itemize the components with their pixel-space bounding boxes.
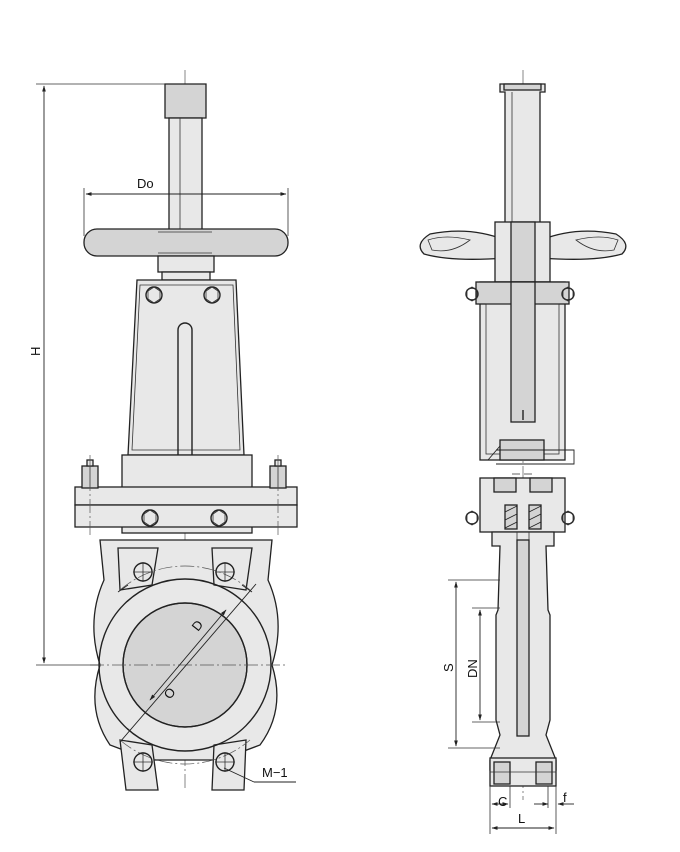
label-do: Do	[137, 176, 154, 191]
stem	[168, 117, 203, 231]
label-dn: DN	[465, 659, 480, 678]
dim-o-line	[119, 583, 257, 743]
yoke	[127, 279, 245, 456]
side-bolt-mid-right	[561, 510, 575, 526]
side-gate	[516, 539, 530, 737]
body-lug-bl	[119, 739, 159, 791]
bolt-hole-bl	[133, 752, 153, 772]
bolt-hole-tl	[133, 562, 153, 582]
yoke-bolt-top-left	[145, 286, 163, 304]
side-stem	[510, 281, 536, 423]
label-h: H	[28, 347, 43, 356]
body-lug-tr	[211, 547, 253, 591]
body-lug-br	[211, 739, 247, 791]
stem-nut	[157, 255, 215, 273]
side-bolt-mid-left	[465, 510, 479, 526]
side-handwheel	[419, 230, 627, 260]
bonnet-flange	[74, 486, 298, 506]
yoke-bolt-top-right	[203, 286, 221, 304]
bolt-hole-tr	[215, 562, 235, 582]
dim-m1-leader	[223, 767, 255, 783]
bonnet-bolt-bottom-right	[210, 509, 228, 527]
stem-cap	[164, 83, 207, 119]
side-bolt-top-right	[561, 286, 575, 302]
label-c: C	[498, 794, 507, 809]
label-l: L	[518, 811, 525, 826]
bonnet-bolt-bottom-left	[141, 509, 159, 527]
handwheel	[83, 228, 289, 257]
label-s: S	[441, 663, 456, 672]
label-f: f	[563, 790, 567, 805]
side-bolt-top-left	[465, 286, 479, 302]
dim-d-line	[149, 609, 227, 701]
side-stem-tube	[499, 83, 546, 226]
side-packing	[504, 504, 542, 530]
front-view: D O M−1 Do H	[28, 70, 298, 791]
label-m1: M−1	[262, 765, 288, 780]
side-view: S DN C f L	[419, 70, 627, 834]
